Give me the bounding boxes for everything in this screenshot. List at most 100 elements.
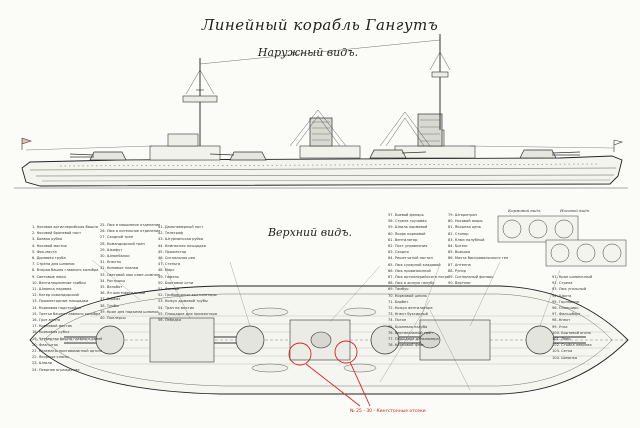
legend-item: 14. Кормовая надстройка [32, 305, 81, 310]
plan-view-caption: Верхний видъ. [267, 226, 353, 239]
legend-item: 100. Бортовой огонь [552, 330, 591, 335]
legend-item: 62. Пост управления [388, 244, 428, 249]
legend-item: 36. Ял шестивесельный [100, 291, 146, 296]
plan-turrets [95, 325, 555, 355]
legend-item: 83. Клюз палубный [448, 237, 485, 242]
legend-item: 69. Тамбур [388, 287, 409, 292]
legend-item: 41. Дальномерный пост [158, 225, 204, 229]
legend-item: 97. Фальшборт [552, 312, 581, 317]
legend-item: 96. Планширь [552, 306, 579, 311]
detail-caption-right: Носовой видъ [560, 208, 590, 213]
legend-item: 2. Носовой броневой пост [32, 231, 82, 236]
legend-item: 48. Марс [158, 268, 175, 273]
legend-item: 33. Световой люк кают-компании [100, 272, 160, 277]
legend-item: 58. Стрела грузовая [388, 219, 427, 224]
legend-item: 42. Телеграф [158, 231, 184, 236]
legend-item: 93. Люк угольный [552, 287, 587, 292]
porthole-row [59, 163, 601, 167]
legend-item: 65. Люк сухарной кладовой [388, 262, 441, 267]
legend-item: 90. Вертлюг [448, 281, 472, 286]
legend-item: 15. Третья башня главного калибра [32, 311, 101, 316]
legend-item: 77. Площадка дальномера [388, 337, 439, 342]
side-turrets [89, 149, 557, 161]
legend-item: 92. Стрела [552, 281, 573, 286]
kingston-callout: № 25 - 30 - Кингстонные отсеки [350, 409, 426, 414]
main-title: Линейный корабль Гангутъ [201, 16, 439, 34]
legend-item: 85. Вьюшка [448, 250, 471, 255]
legend-item: 103. Сетка [552, 349, 573, 354]
legend-item: 20. Флагшток [32, 342, 59, 347]
legend-item: 68. Люк в жилую палубу [388, 281, 435, 286]
legend-item: 16. Грот-мачта [32, 318, 61, 323]
legend-item: 7. Стрела для шлюпок [32, 262, 75, 267]
legend-item: 5. Фок-мачта [32, 249, 57, 254]
legend-item: 63. Сходня [388, 250, 409, 255]
legend-item: 53. Кожух дымовой трубы [158, 299, 208, 304]
legend-item: 49. Гафель [158, 274, 179, 279]
legend-item: 34. Рострысы [100, 278, 126, 283]
plan-view-drawing [29, 257, 629, 407]
legend-item: 51. Фонари [158, 287, 180, 292]
detail-caption-left: Кормовой видъ [508, 208, 541, 213]
legend-item: 61. Вентилятор [388, 237, 418, 242]
legend-item: 39. Кран для подъема шлюпок [100, 309, 159, 314]
legend-item: 86. Мачта беспроволочного телеграфа [448, 256, 508, 261]
legend-item: 75. Броневая палуба [388, 324, 428, 329]
legend-item: 4. Носовой мостик [32, 243, 67, 248]
legend-item: 74. Погон [388, 318, 407, 323]
legend-item: 43. Штурманская рубка [158, 237, 204, 242]
legend-item: 21. Казематы противоминной артиллерии [32, 349, 102, 354]
legend-item: 30. Шлюпбалки [100, 254, 130, 259]
legend-item: 35. Вельбот [100, 285, 123, 290]
legend-item: 1. Носовая артиллерийская башня [32, 225, 98, 229]
legend-item: 47. Стеньга [158, 262, 181, 267]
legend-item: 29. Шкафут [100, 247, 123, 252]
legend-item: 88. Рупор [448, 268, 466, 273]
legend-item: 67. Люк артиллерийского погреба [388, 275, 448, 280]
legend-item: 11. Шлюпка паровая [32, 287, 72, 292]
legend-item: 72. Кожух вентилятора [388, 306, 433, 311]
legend-item: 54. Трап на мостик [158, 305, 195, 310]
legend-column-1: 1. Носовая артиллерийская башня 2. Носово… [32, 224, 102, 373]
legend-item: 10. Вентиляционные грибки [32, 280, 86, 285]
legend-item: 70. Кормовой шпиль [388, 293, 427, 298]
legend-item: 52. Грибовидные вентиляторы [158, 293, 217, 298]
legend-item: 19. Четвертая башня главного калибра [32, 336, 102, 341]
legend-item: 59. Шпиль кормовой [388, 225, 428, 230]
legend-item: 46. Сигнальная рея [158, 256, 196, 261]
legend-item: 102. Стойка леерная [552, 343, 592, 348]
legend-item: 87. Антенна [448, 262, 471, 267]
legend-item: 32. Киповые планки [100, 266, 139, 271]
legend-item: 101. Леер [552, 337, 571, 342]
legend-item: 84. Битенг [448, 244, 469, 249]
side-view-drawing [14, 34, 628, 189]
legend-item: 98. Кнехт [552, 318, 571, 323]
legend-item: 9. Световые люки [32, 274, 66, 279]
legend-item: 55. Площадка для прожектора [158, 311, 217, 316]
legend-item: 6. Дымовая труба [32, 256, 66, 261]
legend-item: 8. Вторая башня главного калибра [32, 268, 99, 273]
legend-item: 78. Кормовой флаг [388, 343, 425, 348]
legend-item: 38. Тумбы [100, 303, 119, 308]
legend-item: 99. Утка [552, 324, 568, 329]
legend-item: 71. Барбет [388, 299, 409, 304]
legend-item: 40. Пиллерсы [100, 316, 126, 321]
legend-item: 23. Шпили [32, 361, 53, 366]
legend-item: 81. Якорная цепь [448, 225, 481, 230]
legend-item: 76. Вертикальный трап [388, 330, 433, 335]
legend-item: 95. Горловина [552, 299, 580, 304]
side-masts [182, 34, 451, 146]
legend-item: 57. Боевой фонарь [388, 213, 424, 217]
highlight-circles [288, 340, 371, 407]
legend-item: 60. Якорь кормовой [388, 231, 426, 236]
legend-item: 91. Кран шлюпочный [552, 275, 593, 279]
legend-item: 45. Прожектор [158, 249, 187, 254]
legend-item: 104. Шлюпка [552, 355, 578, 360]
